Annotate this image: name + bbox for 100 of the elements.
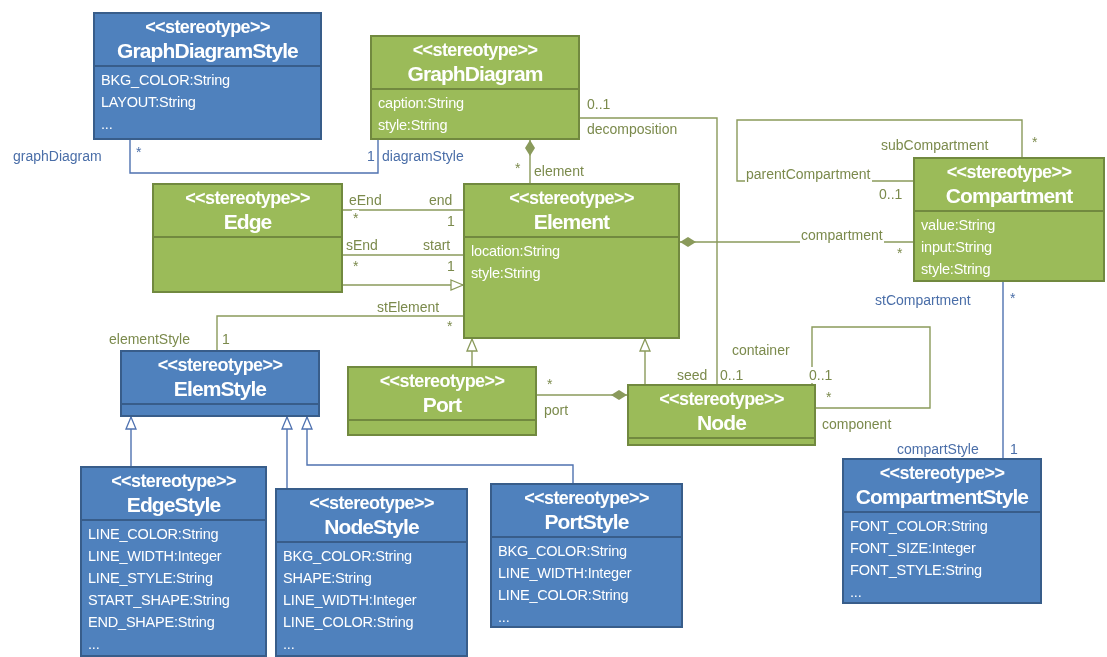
association-end-label: sEnd xyxy=(345,237,379,253)
attribute-text: LINE_WIDTH:Integer xyxy=(498,564,633,583)
class-box xyxy=(120,350,320,417)
generalization-arrow xyxy=(342,279,464,291)
association-end-label: graphDiagram xyxy=(12,148,103,164)
class-box xyxy=(842,458,1042,604)
generalization-arrow xyxy=(639,338,651,385)
stereotype-label: <<stereotype>> xyxy=(144,17,271,38)
attribute-text: FONT_STYLE:String xyxy=(850,561,983,580)
association-end-label: component xyxy=(821,416,893,432)
generalization-arrow xyxy=(125,416,137,467)
class-name: GraphDiagramStyle xyxy=(116,38,299,63)
association-end-label: port xyxy=(543,402,570,418)
class-box xyxy=(913,157,1105,282)
association-line xyxy=(342,209,464,211)
stereotype-label: <<stereotype>> xyxy=(308,493,435,514)
attribute-text: START_SHAPE:String xyxy=(88,591,231,610)
association-line xyxy=(342,254,464,256)
composition-line xyxy=(525,139,535,184)
stereotype-label: <<stereotype>> xyxy=(523,488,650,509)
association-end-label: diagramStyle xyxy=(381,148,465,164)
attribute-text: input:String xyxy=(921,238,993,257)
generalization-arrow xyxy=(466,338,478,367)
association-end-label: start xyxy=(422,237,452,253)
class-name: EdgeStyle xyxy=(125,492,222,517)
attribute-text: LINE_COLOR:String xyxy=(88,525,220,544)
composition-line xyxy=(536,390,628,400)
attribute-text: FONT_SIZE:Integer xyxy=(850,539,977,558)
attribute-text: ... xyxy=(498,608,511,627)
association-end-label: 1 xyxy=(221,331,231,347)
association-line xyxy=(216,315,464,351)
stereotype-label: <<stereotype>> xyxy=(658,389,785,410)
class-box xyxy=(93,12,322,140)
class-name: Compartment xyxy=(944,183,1074,208)
association-end-label: 0..1 xyxy=(586,96,612,112)
attribute-text: LAYOUT:String xyxy=(101,93,197,112)
class-name: GraphDiagram xyxy=(406,61,544,86)
association-line xyxy=(1002,281,1004,459)
association-end-label: parentCompartment xyxy=(745,166,872,182)
association-end-label: end xyxy=(428,192,454,208)
stereotype-label: <<stereotype>> xyxy=(184,188,311,209)
attribute-text: LINE_STYLE:String xyxy=(88,569,214,588)
attribute-text: BKG_COLOR:String xyxy=(283,547,413,566)
attribute-text: LINE_COLOR:String xyxy=(498,586,630,605)
attribute-text: SHAPE:String xyxy=(283,569,373,588)
class-box xyxy=(463,183,680,339)
association-end-label: 0..1 xyxy=(878,186,904,202)
stereotype-label: <<stereotype>> xyxy=(508,188,635,209)
class-box xyxy=(275,488,468,657)
association-end-label: seed xyxy=(676,367,709,383)
attribute-text: caption:String xyxy=(378,94,465,113)
class-box xyxy=(490,483,683,628)
attribute-text: ... xyxy=(88,635,101,654)
class-box xyxy=(627,384,816,446)
class-name: Element xyxy=(532,209,611,234)
attribute-text: style:String xyxy=(378,116,449,135)
class-box xyxy=(80,466,267,657)
attribute-text: style:String xyxy=(471,264,542,283)
association-end-label: elementStyle xyxy=(108,331,191,347)
association-end-label: 1 xyxy=(446,258,456,274)
association-end-label: eEnd xyxy=(348,192,383,208)
class-box xyxy=(370,35,580,140)
association-end-label: 1 xyxy=(366,148,376,164)
class-name: Edge xyxy=(222,209,273,234)
association-line xyxy=(129,139,379,174)
association-end-label: stCompartment xyxy=(874,292,972,308)
association-end-label: 1 xyxy=(1009,441,1019,457)
stereotype-label: <<stereotype>> xyxy=(110,471,237,492)
association-end-label: element xyxy=(533,163,585,179)
association-end-label: decomposition xyxy=(586,121,679,137)
attribute-text: LINE_COLOR:String xyxy=(283,613,415,632)
attribute-text: style:String xyxy=(921,260,992,279)
generalization-arrow xyxy=(281,416,293,489)
association-end-label: 0..1 xyxy=(719,367,745,383)
association-end-label: container xyxy=(731,342,791,358)
attribute-text: location:String xyxy=(471,242,561,261)
attribute-text: ... xyxy=(850,583,863,602)
association-end-label: compartment xyxy=(800,227,884,243)
stereotype-label: <<stereotype>> xyxy=(378,371,506,392)
class-name: ElemStyle xyxy=(172,376,268,401)
class-name: Node xyxy=(696,410,747,435)
association-line xyxy=(811,326,931,409)
association-line xyxy=(579,117,718,385)
class-name: NodeStyle xyxy=(323,514,420,539)
attribute-text: ... xyxy=(283,635,296,654)
association-end-label: stElement xyxy=(376,299,441,315)
attribute-text: BKG_COLOR:String xyxy=(101,71,231,90)
attribute-text: ... xyxy=(101,115,114,134)
attribute-text: FONT_COLOR:String xyxy=(850,517,989,536)
attribute-text: END_SHAPE:String xyxy=(88,613,216,632)
stereotype-label: <<stereotype>> xyxy=(156,355,284,376)
class-box xyxy=(347,366,537,436)
attribute-text: LINE_WIDTH:Integer xyxy=(88,547,223,566)
stereotype-label: <<stereotype>> xyxy=(945,162,1073,183)
attribute-text: value:String xyxy=(921,216,997,235)
class-name: PortStyle xyxy=(543,509,630,534)
generalization-arrow xyxy=(301,416,574,484)
attribute-text: LINE_WIDTH:Integer xyxy=(283,591,418,610)
association-end-label: 0..1 xyxy=(808,367,834,383)
stereotype-label: <<stereotype>> xyxy=(878,463,1006,484)
